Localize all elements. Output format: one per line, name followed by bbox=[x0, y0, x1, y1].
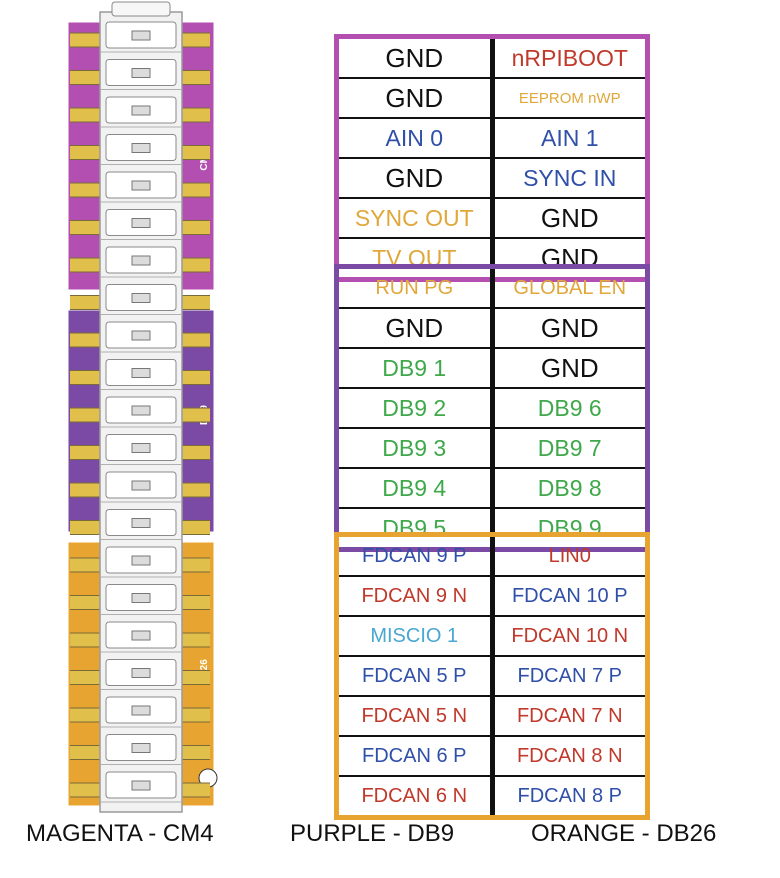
cm4-pin-row: SYNC OUT GND bbox=[339, 199, 645, 239]
db9-pin-label: GND bbox=[540, 352, 599, 383]
cm4-pin-row: GND SYNC IN bbox=[339, 159, 645, 199]
db9-pin-label: RUN PG bbox=[339, 269, 495, 307]
connector-pin-contact bbox=[131, 218, 151, 228]
connector-pin-contact bbox=[131, 330, 151, 341]
db26-pin-label: FDCAN 7 P bbox=[517, 664, 622, 687]
db26-pin-label: FDCAN 9 P bbox=[339, 537, 495, 575]
connector-pin-contact bbox=[131, 480, 151, 491]
db9-pin-row: DB9 4 DB9 8 bbox=[339, 469, 645, 509]
cm4-pin-label: GND bbox=[540, 202, 599, 233]
db9-pin-label: DB9 7 bbox=[537, 434, 602, 461]
db9-pin-label: GLOBAL EN bbox=[513, 276, 627, 299]
db26-pin-row: FDCAN 9 N FDCAN 10 P bbox=[339, 577, 645, 617]
db26-pin-label: FDCAN 9 N bbox=[339, 577, 495, 615]
cm4-pin-label: SYNC OUT bbox=[339, 199, 495, 237]
db9-pin-label: DB9 3 bbox=[339, 429, 495, 467]
db26-pin-label: FDCAN 8 N bbox=[516, 744, 623, 767]
db9-pin-row: DB9 1 GND bbox=[339, 349, 645, 389]
db26-pin-row: FDCAN 5 P FDCAN 7 P bbox=[339, 657, 645, 697]
connector-pin-contact bbox=[131, 255, 151, 266]
cm4-pin-label: GND bbox=[339, 159, 495, 197]
db9-pin-row: DB9 3 DB9 7 bbox=[339, 429, 645, 469]
connector-pin-contact bbox=[131, 780, 151, 791]
cm4-pin-label: GND bbox=[339, 79, 495, 117]
db26-pin-label: FDCAN 8 P bbox=[517, 784, 622, 807]
db9-pin-row: DB9 2 DB9 6 bbox=[339, 389, 645, 429]
connector-pin-contact bbox=[131, 630, 151, 641]
db9-pin-label: GND bbox=[540, 312, 599, 343]
db9-pin-label: DB9 2 bbox=[339, 389, 495, 427]
cm4-pin-label: SYNC IN bbox=[523, 164, 617, 191]
db26-pin-label: FDCAN 10 P bbox=[511, 584, 628, 607]
connector-pin-contact bbox=[131, 180, 151, 191]
cm4-pin-row: GND nRPIBOOT bbox=[339, 39, 645, 79]
cm4-pin-row: AIN 0 AIN 1 bbox=[339, 119, 645, 159]
connector-pin-contact bbox=[131, 293, 151, 303]
connector-pin-contact bbox=[131, 593, 151, 603]
db9-pin-label: DB9 1 bbox=[339, 349, 495, 387]
db9-pin-label: DB9 8 bbox=[537, 474, 602, 501]
legend-magenta-cm4: MAGENTA - CM4 bbox=[26, 820, 214, 847]
db26-pin-row: FDCAN 6 P FDCAN 8 N bbox=[339, 737, 645, 777]
db9-pin-label: DB9 4 bbox=[339, 469, 495, 507]
connector-pin-contact bbox=[131, 555, 151, 566]
connector-latch bbox=[111, 1, 171, 17]
db26-pin-label: FDCAN 6 N bbox=[339, 777, 495, 815]
db9-pin-label: DB9 6 bbox=[537, 394, 602, 421]
cm4-pin-label: AIN 0 bbox=[339, 119, 495, 157]
connector-pin-contact bbox=[131, 105, 151, 116]
cm4-pin-label: nRPIBOOT bbox=[511, 44, 628, 71]
connector-pin-contact bbox=[131, 68, 151, 78]
db26-pin-label: MISCIO 1 bbox=[339, 617, 495, 655]
connector-pin-contact bbox=[131, 743, 151, 753]
connector-pin-contact bbox=[131, 668, 151, 678]
db9-pin-row: GND GND bbox=[339, 309, 645, 349]
db26-pin-row: FDCAN 6 N FDCAN 8 P bbox=[339, 777, 645, 815]
db26-pin-label: FDCAN 10 N bbox=[511, 624, 629, 647]
db26-pin-row: FDCAN 5 N FDCAN 7 N bbox=[339, 697, 645, 737]
cm4-pin-label: GND bbox=[339, 39, 495, 77]
legend-purple-db9: PURPLE - DB9 bbox=[290, 820, 455, 847]
connector-board-illustration: CM4DB9DB26 bbox=[67, 1, 218, 813]
db9-pin-label: GND bbox=[339, 309, 495, 347]
cm4-pin-row: GND EEPROM nWP bbox=[339, 79, 645, 119]
db9-pin-row: RUN PG GLOBAL EN bbox=[339, 269, 645, 309]
db26-pin-label: FDCAN 5 P bbox=[339, 657, 495, 695]
connector-pin-contact bbox=[131, 143, 151, 153]
connector-pin-contact bbox=[131, 405, 151, 416]
connector-pin-contact bbox=[131, 368, 151, 378]
db26-pin-row: MISCIO 1 FDCAN 10 N bbox=[339, 617, 645, 657]
cm4-pin-label: AIN 1 bbox=[540, 124, 599, 151]
db26-pin-label: FDCAN 7 N bbox=[516, 704, 623, 727]
connector-pin-contact bbox=[131, 443, 151, 453]
cm4-pin-label: EEPROM nWP bbox=[518, 89, 621, 107]
connector-pin-contact bbox=[131, 518, 151, 528]
db26-pin-label: FDCAN 5 N bbox=[339, 697, 495, 735]
legend-orange-db26: ORANGE - DB26 bbox=[531, 820, 717, 847]
connector-pin-contact bbox=[131, 705, 151, 716]
db26-pin-label: LIN0 bbox=[548, 544, 591, 567]
db26-pin-label: FDCAN 6 P bbox=[339, 737, 495, 775]
connector-pin-contact bbox=[131, 30, 151, 41]
db26-pin-row: FDCAN 9 P LIN0 bbox=[339, 537, 645, 577]
